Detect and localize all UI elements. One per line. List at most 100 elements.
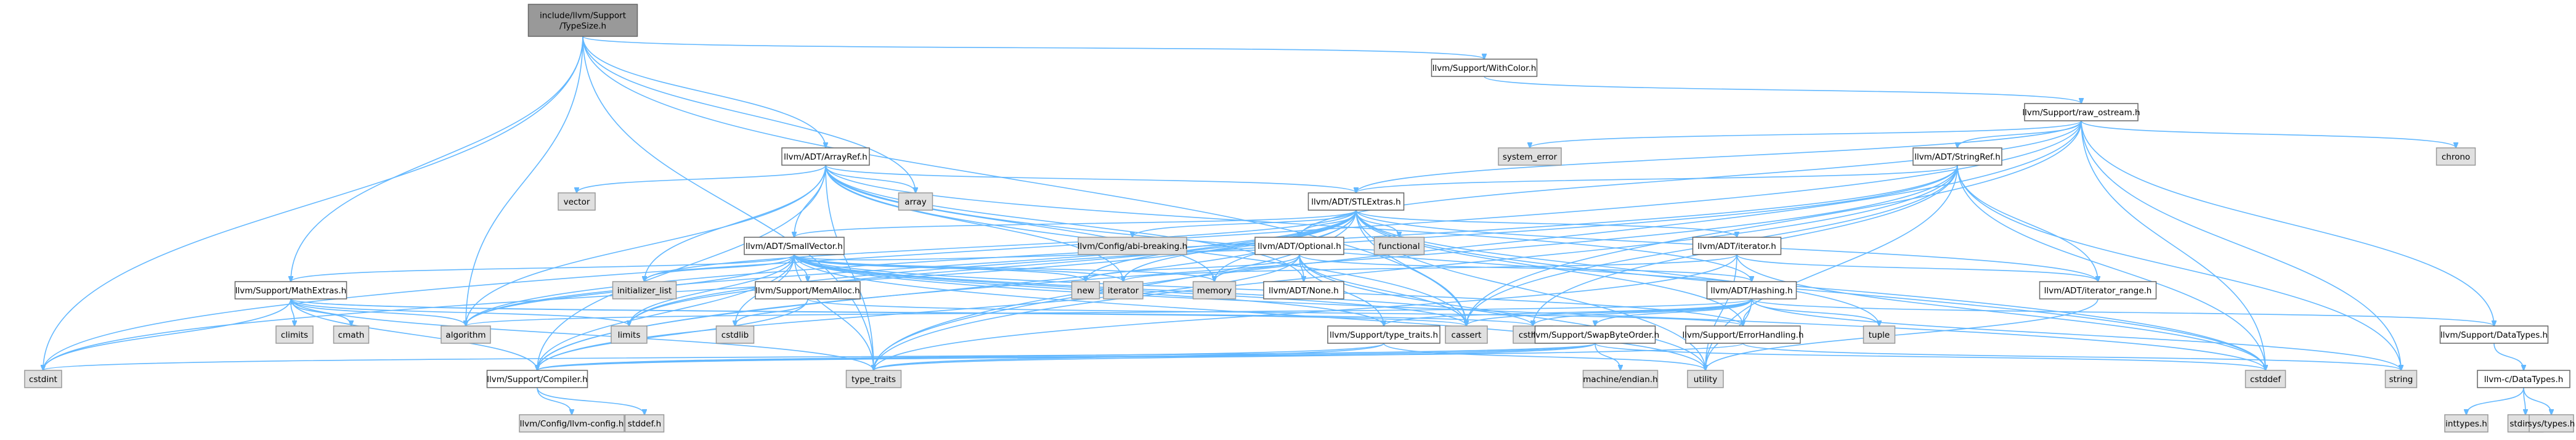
node-label: vector [564,197,590,207]
node-box [1685,325,1801,344]
node-label: llvm/ADT/Hashing.h [1710,286,1792,296]
edge-hashing-to-tuple [1751,298,1879,326]
node-box [1373,237,1425,255]
node-box [275,325,314,344]
node-withcolor[interactable]: llvm/Support/WithColor.h [1431,59,1538,77]
node-stringref[interactable]: llvm/ADT/StringRef.h [1912,147,2002,166]
node-stlextras[interactable]: llvm/ADT/STLExtras.h [1307,192,1405,211]
node-chrono: chrono [2436,147,2476,166]
node-optional[interactable]: llvm/ADT/Optional.h [1254,237,1344,255]
node-label: initializer_list [617,286,672,296]
node-memalloc[interactable]: llvm/Support/MemAlloc.h [755,281,861,299]
node-machine-endian: machine/endian.h [1582,370,1659,388]
node-label: llvm/Support/MemAlloc.h [755,286,859,296]
node-errorhandling[interactable]: llvm/Support/ErrorHandling.h [1682,325,1804,344]
edge-iterator_h-to-iterator [1123,254,1737,282]
node-inttypes: inttypes.h [2444,414,2489,433]
edge-hashing-to-swapbyteorder [1595,298,1752,326]
node-label: llvm/ADT/STLExtras.h [1311,197,1400,207]
edge-hashing-to-cstring [1533,298,1752,326]
node-swapbyteorder[interactable]: llvm/Support/SwapByteOrder.h [1531,325,1659,344]
edge-mathextras-to-limits [290,298,629,326]
node-label: llvm/ADT/iterator.h [1697,242,1776,251]
node-box [1863,325,1896,344]
node-box [612,281,677,299]
node-cassert: cassert [1445,325,1488,344]
node-label: llvm-c/DataTypes.h [2484,375,2564,385]
edge-root-to-cstdint [43,36,583,370]
node-none-h[interactable]: llvm/ADT/None.h [1263,281,1344,299]
node-compiler[interactable]: llvm/Support/Compiler.h [486,370,588,388]
node-label: climits [281,330,308,340]
node-smallvector[interactable]: llvm/ADT/SmallVector.h [744,237,845,255]
node-label: llvm/ADT/iterator_range.h [2044,286,2152,296]
node-box [1534,325,1656,344]
node-iterator-range[interactable]: llvm/ADT/iterator_range.h [2039,281,2157,299]
edge-errorhandling-to-string [1742,343,2401,370]
node-box [1327,325,1440,344]
node-box [24,370,62,388]
node-llvmc-datatypes[interactable]: llvm-c/DataTypes.h [2477,370,2570,388]
edge-stlextras-to-abi_breaking [1132,210,1357,237]
node-stddef: stddef.h [624,414,665,433]
node-label: tuple [1869,330,1890,340]
node-label: llvm/Support/DataTypes.h [2440,330,2548,340]
node-box [1263,281,1344,299]
node-box [527,4,638,37]
node-label: memory [1197,286,1232,296]
edge-root-to-mathextras [291,36,583,282]
node-initializer-list: initializer_list [612,281,677,299]
edge-stlextras-to-utility [1355,210,1705,370]
node-label: llvm/ADT/ArrayRef.h [784,152,867,162]
node-arrayref[interactable]: llvm/ADT/ArrayRef.h [781,147,870,166]
node-sys-types: sys/types.h [2528,414,2575,433]
node-array: array [898,192,933,211]
node-box [2444,414,2489,433]
node-box [898,192,933,211]
node-datatypes-h[interactable]: llvm/Support/DataTypes.h [2439,325,2549,344]
edge-iterator_range-to-utility [1705,298,2099,370]
node-label: llvm/Support/Compiler.h [487,375,587,385]
node-cstddef: cstddef [2245,370,2286,388]
node-box [1307,192,1405,211]
node-label: chrono [2442,152,2470,162]
edge-arrayref-to-array [825,165,916,193]
node-raw-ostream[interactable]: llvm/Support/raw_ostream.h [2022,103,2140,121]
edge-raw_ostream-to-cassert [1466,120,2082,326]
dependency-edges [43,36,2551,415]
edge-memalloc-to-cstdlib [735,298,808,326]
edge-compiler-to-stddef [537,387,644,415]
header-nodes: include/llvm/Support/TypeSize.h llvm/Supp… [24,4,2575,433]
edge-root-to-array [582,36,916,193]
edge-root-to-algorithm [466,36,583,326]
edge-arrayref-to-iterator [825,165,1123,282]
node-root[interactable]: include/llvm/Support/TypeSize.h [527,4,638,37]
node-label: sys/types.h [2528,419,2575,429]
node-iterator-h[interactable]: llvm/ADT/iterator.h [1692,237,1782,255]
node-iterator: iterator [1103,281,1144,299]
edge-swapbyteorder-to-cstddef [1595,343,2265,370]
node-label: llvm/ADT/SmallVector.h [746,242,843,251]
node-vector: vector [558,192,596,211]
node-abi-breaking: llvm/Config/abi-breaking.h [1078,237,1187,255]
node-box [1706,281,1797,299]
edge-memalloc-to-compiler [537,298,808,370]
node-label: system_error [1503,152,1558,162]
node-hashing[interactable]: llvm/ADT/Hashing.h [1706,281,1797,299]
edge-stringref-to-cstddef [1957,165,2265,370]
node-box [2024,103,2139,121]
node-box [1687,370,1724,388]
node-label: llvm/Config/abi-breaking.h [1078,242,1187,251]
edge-optional-to-memory [1214,254,1300,282]
node-type-traits-h[interactable]: llvm/Support/type_traits.h [1327,325,1440,344]
node-box [2436,147,2476,166]
node-mathextras[interactable]: llvm/Support/MathExtras.h [234,281,347,299]
edge-stringref-to-type_traits [874,165,1958,370]
node-label: llvm/ADT/StringRef.h [1914,152,2001,162]
node-label: llvm/Support/type_traits.h [1330,330,1438,340]
node-label: array [904,197,926,207]
node-box [1254,237,1344,255]
node-box [2039,281,2157,299]
node-label: limits [618,330,641,340]
node-label: inttypes.h [2445,419,2487,429]
